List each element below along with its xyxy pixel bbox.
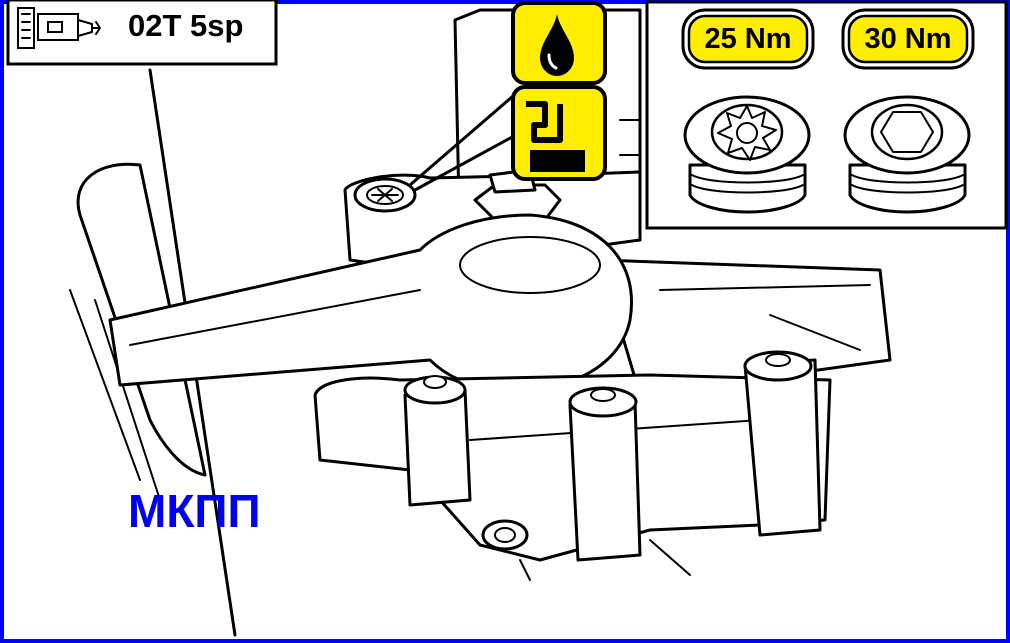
model-label: 02T 5sp bbox=[128, 8, 243, 43]
torque-badge-1: 25 Nm bbox=[681, 8, 815, 70]
pointer-line-oil bbox=[408, 88, 522, 187]
spline-plug-icon bbox=[683, 95, 811, 214]
torque-badge-2: 30 Nm bbox=[841, 8, 975, 70]
torque-value-2: 30 Nm bbox=[864, 23, 951, 55]
oil-drop-icon bbox=[511, 1, 607, 85]
oil-level-icon bbox=[511, 85, 607, 181]
cover-bolt-3 bbox=[743, 350, 822, 537]
cover-bolt-2 bbox=[568, 386, 642, 562]
torque-panel: 25 Nm 30 Nm bbox=[645, 0, 1008, 230]
torque-value-1: 25 Nm bbox=[704, 23, 791, 55]
drain-plug bbox=[353, 177, 417, 213]
cover-bolt-1 bbox=[403, 375, 472, 507]
transmission-label: МКПП bbox=[128, 485, 261, 537]
transmission-icon bbox=[17, 7, 101, 49]
model-label-box: 02T 5sp bbox=[6, 0, 278, 66]
hex-plug-icon bbox=[843, 95, 971, 214]
pointer-line-level bbox=[413, 128, 527, 192]
